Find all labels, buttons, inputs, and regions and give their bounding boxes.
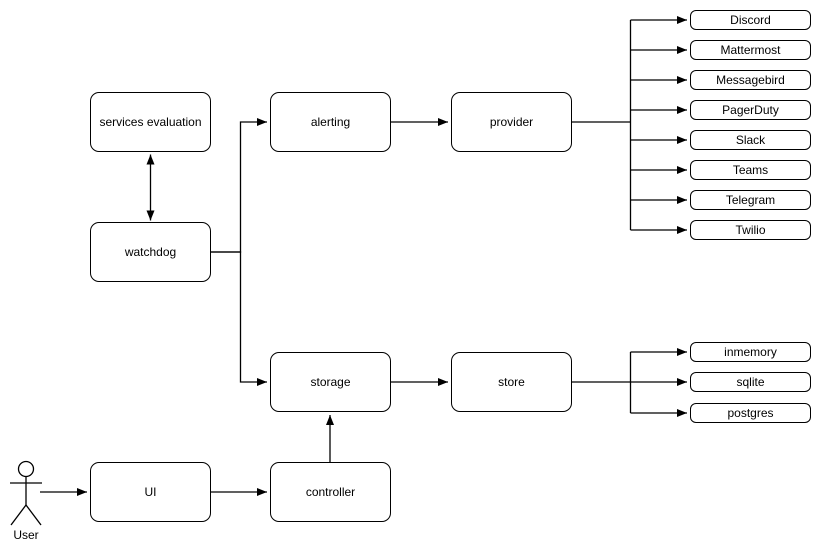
node-label: services evaluation xyxy=(99,115,202,129)
actor-label: User xyxy=(13,528,39,542)
node-label: postgres xyxy=(727,406,774,420)
node-alerting: alerting xyxy=(270,92,391,152)
node-label: Slack xyxy=(735,133,766,147)
node-label: Telegram xyxy=(725,193,776,207)
node-label: provider xyxy=(489,115,534,129)
node-label: alerting xyxy=(310,115,351,129)
user-actor-icon xyxy=(10,460,42,526)
node-label: controller xyxy=(305,485,356,499)
node-telegram: Telegram xyxy=(690,190,811,210)
edge-watchdog-storage xyxy=(211,251,267,386)
node-label: storage xyxy=(310,375,351,389)
node-sqlite: sqlite xyxy=(690,372,811,392)
node-postgres: postgres xyxy=(690,403,811,423)
node-label: UI xyxy=(144,485,157,499)
node-teams: Teams xyxy=(690,160,811,180)
node-inmemory: inmemory xyxy=(690,342,811,362)
edge-provider-trunk xyxy=(571,20,632,230)
node-label: PagerDuty xyxy=(722,103,779,117)
node-store: store xyxy=(451,352,572,412)
node-watchdog: watchdog xyxy=(90,222,211,282)
node-label: Twilio xyxy=(735,223,766,237)
node-mattermost: Mattermost xyxy=(690,40,811,60)
node-services-evaluation: services evaluation xyxy=(90,92,211,152)
node-label: sqlite xyxy=(736,375,765,389)
node-label: watchdog xyxy=(124,245,177,259)
node-label: Messagebird xyxy=(716,73,785,87)
node-label: store xyxy=(498,375,525,389)
node-label: Teams xyxy=(732,163,769,177)
edge-store-trunk xyxy=(571,352,632,413)
node-pagerduty: PagerDuty xyxy=(690,100,811,120)
node-label: Discord xyxy=(730,13,771,27)
node-discord: Discord xyxy=(690,10,811,30)
node-messagebird: Messagebird xyxy=(690,70,811,90)
node-label: inmemory xyxy=(724,345,777,359)
node-label: Mattermost xyxy=(720,43,781,57)
node-storage: storage xyxy=(270,352,391,412)
node-slack: Slack xyxy=(690,130,811,150)
node-provider: provider xyxy=(451,92,572,152)
node-ui: UI xyxy=(90,462,211,522)
node-twilio: Twilio xyxy=(690,220,811,240)
node-controller: controller xyxy=(270,462,391,522)
edge-watchdog-alerting xyxy=(211,118,267,253)
